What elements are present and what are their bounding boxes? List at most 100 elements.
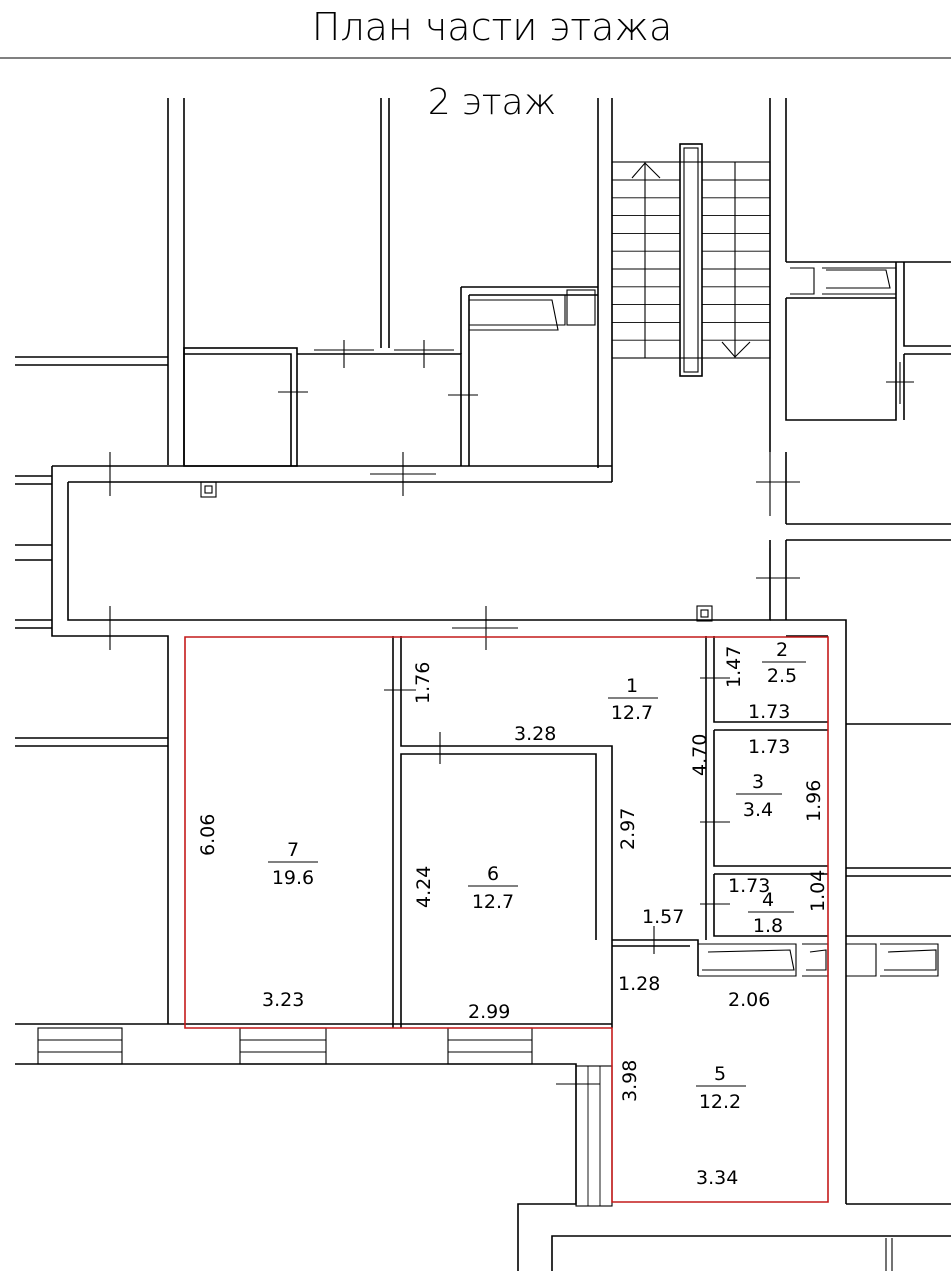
window-sill — [826, 269, 891, 289]
window-sill — [880, 943, 939, 977]
door-tick — [96, 452, 124, 496]
vent-shaft-inner — [700, 609, 709, 618]
window-sill — [698, 943, 797, 977]
door-markers — [96, 340, 914, 1085]
wall — [612, 939, 699, 976]
vent-shaft-inner — [204, 485, 213, 494]
room-label: 3 3.4 — [736, 771, 782, 821]
unit-outline — [184, 636, 829, 1203]
window-sill — [884, 949, 937, 971]
room-label: 4 1.8 — [748, 889, 794, 937]
dimension-label: 1.28 — [618, 973, 660, 995]
room-label: 6 12.7 — [468, 863, 518, 913]
door-tick — [886, 362, 914, 404]
wall — [184, 353, 292, 466]
dimension-labels: 1.76 3.28 1.47 1.73 1.73 4.70 1.96 2.97 … — [197, 646, 829, 1189]
dimension-label: 3.23 — [262, 989, 304, 1011]
window-sill — [469, 299, 559, 331]
vent-shaft — [696, 605, 713, 622]
door-tick — [756, 452, 800, 516]
unit-interior — [392, 636, 829, 1028]
window — [447, 1027, 533, 1065]
stair-outline — [611, 161, 771, 359]
building-walls — [15, 98, 951, 1271]
dimension-label: 2.06 — [728, 989, 770, 1011]
dimension-label: 4.24 — [413, 866, 435, 908]
dimension-label: 4.70 — [689, 734, 711, 776]
wall — [551, 1235, 951, 1271]
room-area: 3.4 — [743, 799, 773, 821]
room-number: 5 — [714, 1063, 726, 1085]
room-number: 1 — [626, 675, 638, 697]
dimension-label: 6.06 — [197, 814, 219, 856]
room-number: 4 — [762, 889, 774, 911]
door-tick — [96, 606, 124, 650]
room-label: 7 19.6 — [268, 839, 318, 889]
wall — [566, 289, 596, 326]
door-tick — [448, 360, 478, 430]
window-sill — [702, 949, 795, 971]
dimension-label: 3.28 — [514, 723, 556, 745]
window-sill — [822, 267, 897, 295]
dimension-label: 2.99 — [468, 1001, 510, 1023]
room-number: 7 — [287, 839, 299, 861]
wall — [713, 874, 828, 937]
vent-shaft — [200, 481, 217, 498]
wall — [785, 262, 897, 421]
room-area: 19.6 — [272, 867, 314, 889]
stair-steps — [612, 179, 770, 341]
wall — [15, 1063, 577, 1271]
dimension-label: 1.96 — [803, 780, 825, 822]
stair-down-arrow — [721, 341, 751, 358]
door-tick — [278, 360, 308, 420]
room-number: 3 — [752, 771, 764, 793]
window-sill — [846, 943, 877, 977]
room-labels: 1 12.7 2 2.5 3 3.4 4 1.8 5 12.2 6 12.7 — [268, 639, 806, 1113]
dimension-label: 1.04 — [807, 870, 829, 912]
wall — [400, 636, 613, 1028]
window — [239, 1027, 327, 1065]
dimension-label: 3.34 — [696, 1167, 738, 1189]
wall — [903, 262, 951, 347]
dimension-label: 1.73 — [748, 701, 790, 723]
floor-label: 2 этаж — [428, 82, 557, 123]
room-label: 2 2.5 — [762, 639, 806, 687]
dimension-label: 1.76 — [412, 662, 434, 704]
stair-rail-inner — [683, 147, 699, 373]
entrance-steps — [575, 1065, 613, 1207]
room-area: 12.7 — [472, 891, 514, 913]
staircase — [611, 143, 771, 377]
room-area: 12.2 — [699, 1091, 741, 1113]
wall — [400, 753, 597, 1028]
room-area: 12.7 — [611, 702, 653, 724]
plan-title: План части этажа — [312, 5, 672, 49]
window-sill — [790, 267, 815, 295]
dimension-label: 1.73 — [748, 736, 790, 758]
facade-windows — [37, 1027, 613, 1207]
stair-rail — [679, 143, 703, 377]
wall — [183, 347, 298, 467]
wall — [713, 730, 828, 867]
wall — [297, 353, 462, 466]
room-area: 2.5 — [767, 665, 797, 687]
door-tick — [452, 606, 518, 650]
wall — [770, 619, 847, 1204]
door-tick — [756, 548, 800, 612]
room-number: 2 — [776, 639, 788, 661]
dimension-label: 3.98 — [619, 1060, 641, 1102]
wall — [67, 482, 771, 621]
dimension-label: 1.57 — [642, 906, 684, 928]
door-tick — [314, 340, 374, 368]
stair-up-arrow — [631, 162, 661, 179]
dimension-label: 1.47 — [723, 646, 745, 688]
window — [37, 1027, 123, 1065]
room-label: 5 12.2 — [696, 1063, 746, 1113]
dimension-label: 1.73 — [728, 875, 770, 897]
wall — [469, 295, 566, 326]
door-tick — [394, 340, 454, 368]
window-sill — [802, 943, 829, 977]
header: План части этажа 2 этаж — [0, 5, 951, 123]
room-label: 1 12.7 — [608, 675, 658, 724]
room-area: 1.8 — [753, 915, 783, 937]
